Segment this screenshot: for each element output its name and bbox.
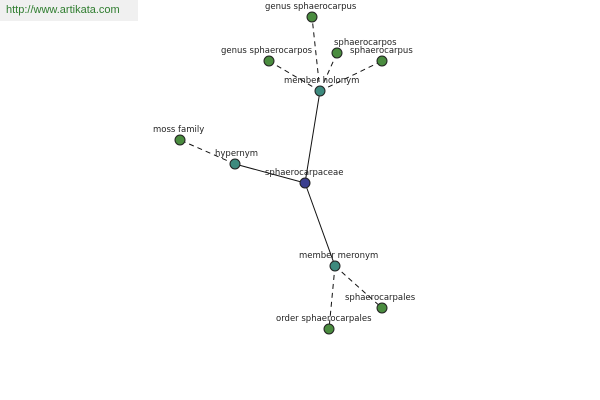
node-member-holonym[interactable] — [314, 85, 326, 97]
edge-member-holonym — [304, 90, 321, 184]
label-genus-sphaerocarpos[interactable]: genus sphaerocarpos — [221, 46, 313, 56]
edge-hypernym — [234, 163, 306, 184]
watermark-url[interactable]: http://www.artikata.com — [0, 0, 138, 21]
label-member-holonym[interactable]: member holonym — [284, 76, 359, 86]
label-moss-family[interactable]: moss family — [153, 125, 204, 135]
edge-member-holonym-genus-sphaerocarpos — [268, 60, 321, 92]
node-sphaerocarpales[interactable] — [376, 302, 388, 314]
label-center[interactable]: sphaerocarpaceae — [265, 168, 343, 178]
graph-labels: genus sphaerocarpus genus sphaerocarpos sp… — [153, 2, 416, 324]
label-order-sphaerocarpales[interactable]: order sphaerocarpales — [276, 314, 372, 324]
label-hypernym[interactable]: hypernym — [215, 149, 258, 159]
node-moss-family[interactable] — [174, 134, 186, 146]
node-genus-sphaerocarpos[interactable] — [263, 55, 275, 67]
node-center[interactable] — [299, 177, 311, 189]
node-member-meronym[interactable] — [329, 260, 341, 272]
edge-member-holonym-sphaerocarpus — [319, 60, 383, 92]
node-sphaerocarpos[interactable] — [331, 47, 343, 59]
label-member-meronym[interactable]: member meronym — [299, 251, 378, 261]
graph-edges — [179, 16, 383, 330]
node-hypernym[interactable] — [229, 158, 241, 170]
node-order-sphaerocarpales[interactable] — [323, 323, 335, 335]
edge-member-meronym — [304, 182, 336, 267]
edge-member-holonym-sphaerocarpos — [319, 52, 338, 92]
edge-member-meronym-order-sphaerocarpales — [328, 265, 336, 330]
label-sphaerocarpus[interactable]: sphaerocarpus — [350, 46, 413, 56]
node-sphaerocarpus[interactable] — [376, 55, 388, 67]
label-sphaerocarpos[interactable]: sphaerocarpos — [334, 38, 397, 48]
label-genus-sphaerocarpus[interactable]: genus sphaerocarpus — [265, 2, 357, 12]
edge-member-meronym-sphaerocarpales — [334, 265, 383, 309]
label-sphaerocarpales[interactable]: sphaerocarpales — [345, 293, 416, 303]
graph-nodes — [174, 11, 388, 335]
edge-member-holonym-genus-sphaerocarpus — [311, 16, 321, 92]
node-genus-sphaerocarpus[interactable] — [306, 11, 318, 23]
edge-hypernym-moss-family — [179, 139, 236, 165]
